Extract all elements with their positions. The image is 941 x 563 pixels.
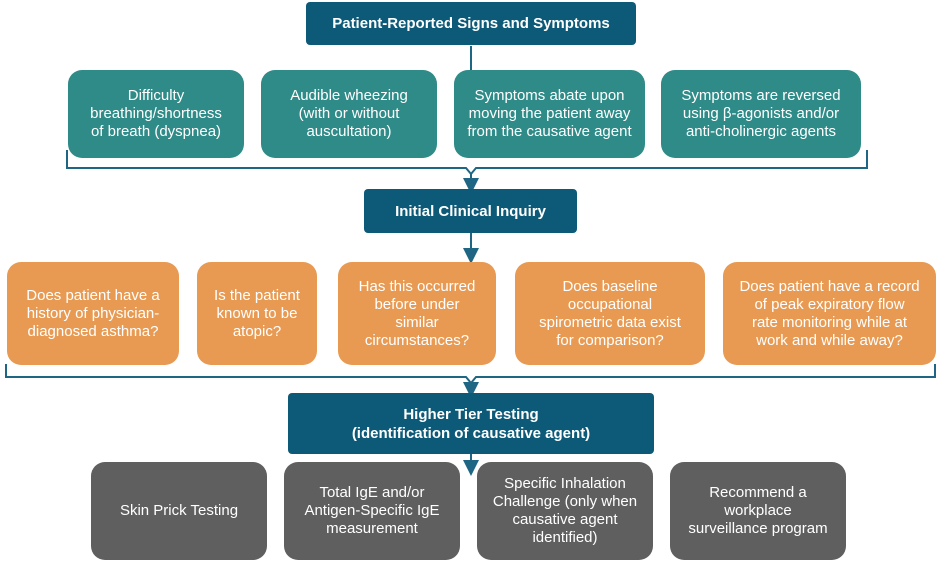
testing-label: Specific Inhalation Challenge (only when… [492,475,638,546]
symptom-label: Difficulty breathing/shortness of breath… [90,87,222,140]
symptom-label: Symptoms are reversed using β-agonists a… [681,87,841,140]
symptom-box-dyspnea: Difficulty breathing/shortness of breath… [68,70,244,158]
symptom-box-wheezing: Audible wheezing (with or without auscul… [261,70,437,158]
testing-label: Skin Prick Testing [119,502,239,519]
symptom-label: Symptoms abate upon moving the patient a… [467,87,632,140]
inquiry-label: Does patient have a history of physician… [26,286,160,340]
testing-box-skin-prick: Skin Prick Testing [91,462,267,560]
testing-label: Total IgE and/or Antigen-Specific IgE me… [304,484,440,537]
inquiry-header-label: Initial Clinical Inquiry [395,202,546,220]
inquiry-box-occurred-before: Has this occurred before under similar c… [338,262,496,365]
bracket-inquiry [5,364,936,385]
inquiry-label: Is the patient known to be atopic? [214,286,300,340]
symptom-box-reversed: Symptoms are reversed using β-agonists a… [661,70,861,158]
symptoms-header-label: Patient-Reported Signs and Symptoms [332,15,610,32]
inquiry-box-spirometric-data: Does baseline occupational spirometric d… [515,262,705,365]
inquiry-box-peak-flow: Does patient have a record of peak expir… [723,262,936,365]
inquiry-label: Does patient have a record of peak expir… [739,277,920,349]
testing-box-surveillance: Recommend a workplace surveillance progr… [670,462,846,560]
inquiry-box-asthma-history: Does patient have a history of physician… [7,262,179,365]
symptom-box-abate: Symptoms abate upon moving the patient a… [454,70,645,158]
testing-box-ige: Total IgE and/or Antigen-Specific IgE me… [284,462,460,560]
inquiry-box-atopic: Is the patient known to be atopic? [197,262,317,365]
inquiry-header: Initial Clinical Inquiry [364,189,577,233]
testing-label: Recommend a workplace surveillance progr… [688,484,828,537]
testing-header: Higher Tier Testing (identification of c… [288,393,654,454]
symptoms-header: Patient-Reported Signs and Symptoms [306,2,636,45]
testing-box-inhalation-challenge: Specific Inhalation Challenge (only when… [477,462,653,560]
symptom-label: Audible wheezing (with or without auscul… [290,87,408,140]
testing-header-label: Higher Tier Testing (identification of c… [351,405,591,442]
inquiry-label: Does baseline occupational spirometric d… [539,277,681,349]
inquiry-label: Has this occurred before under similar c… [358,277,476,349]
